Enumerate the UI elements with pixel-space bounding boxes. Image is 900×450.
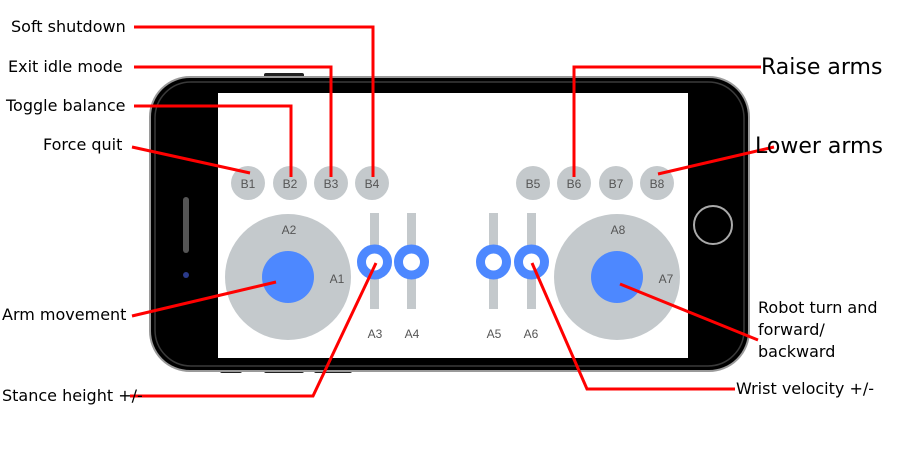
leader-raise-arms — [572, 65, 761, 177]
button-b2-label: B2 — [283, 177, 298, 191]
button-b4[interactable]: B4 — [355, 166, 389, 200]
button-b1[interactable]: B1 — [231, 166, 265, 200]
callout-soft-shutdown: Soft shutdown — [11, 17, 126, 36]
button-b8-label: B8 — [650, 177, 665, 191]
leader-exit-idle — [134, 65, 333, 177]
phone-bezel — [154, 81, 745, 367]
button-b1-label: B1 — [241, 177, 256, 191]
slider-a3-thumb[interactable] — [357, 244, 392, 280]
slider-a5-thumb[interactable] — [476, 244, 511, 280]
axis-a6-label: A6 — [524, 327, 539, 341]
slider-a4-thumb[interactable] — [394, 244, 429, 280]
axis-a2-label: A2 — [282, 223, 297, 237]
leader-stance-height — [130, 262, 378, 398]
leader-toggle-balance — [134, 104, 293, 177]
callout-toggle-balance: Toggle balance — [6, 96, 126, 115]
callout-exit-idle-mode: Exit idle mode — [8, 57, 123, 76]
callout-wrist-velocity: Wrist velocity +/- — [736, 379, 875, 398]
callout-force-quit: Force quit — [43, 135, 123, 154]
leader-lines — [130, 25, 775, 398]
callout-arm-movement: Arm movement — [2, 305, 127, 324]
leader-force-quit — [131, 145, 251, 175]
button-b3[interactable]: B3 — [314, 166, 348, 200]
button-b6[interactable]: B6 — [557, 166, 591, 200]
phone-home-button — [693, 205, 733, 245]
button-b6-label: B6 — [567, 177, 582, 191]
callout-raise-arms: Raise arms — [761, 55, 883, 80]
left-joystick-knob[interactable] — [262, 251, 314, 303]
axis-a7-label: A7 — [659, 272, 674, 286]
phone-speaker — [183, 197, 189, 253]
leader-lower-arms — [657, 145, 775, 176]
right-joystick-knob[interactable] — [591, 251, 643, 303]
button-b4-label: B4 — [365, 177, 380, 191]
axis-a1-label: A1 — [330, 272, 345, 286]
button-b3-label: B3 — [324, 177, 339, 191]
leader-wrist-velocity — [530, 262, 735, 391]
button-b7-label: B7 — [609, 177, 624, 191]
axis-a5-label: A5 — [487, 327, 502, 341]
axis-a8-label: A8 — [611, 223, 626, 237]
axis-a4-label: A4 — [405, 327, 420, 341]
axis-a3-label: A3 — [368, 327, 383, 341]
callout-robot-turn: Robot turn and forward/ backward — [758, 298, 878, 361]
phone-camera — [183, 272, 189, 278]
button-b7[interactable]: B7 — [599, 166, 633, 200]
button-b8[interactable]: B8 — [640, 166, 674, 200]
leader-soft-shutdown — [134, 25, 375, 177]
callout-lower-arms: Lower arms — [755, 134, 883, 159]
leader-arm-movement — [131, 280, 277, 318]
button-b2[interactable]: B2 — [273, 166, 307, 200]
button-b5-label: B5 — [526, 177, 541, 191]
leader-robot-turn — [619, 282, 759, 342]
slider-a6-thumb[interactable] — [514, 244, 549, 280]
button-b5[interactable]: B5 — [516, 166, 550, 200]
callout-stance-height: Stance height +/- — [2, 386, 143, 405]
phone — [149, 73, 750, 373]
